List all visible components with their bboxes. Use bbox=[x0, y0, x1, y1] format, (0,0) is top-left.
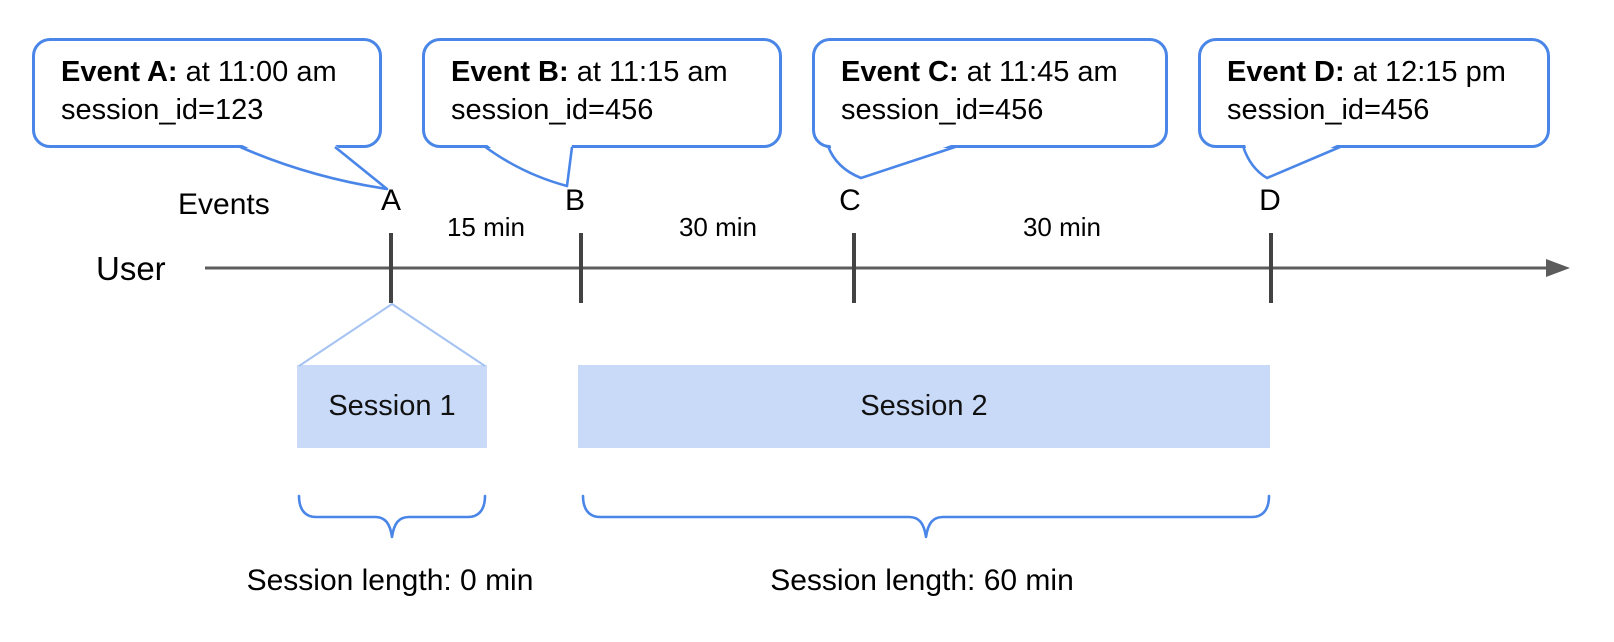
event-b-title: Event B: bbox=[451, 56, 569, 88]
event-c-time: at 11:45 am bbox=[966, 56, 1118, 88]
event-a-callout-tail bbox=[237, 144, 389, 191]
event-c-session-id: session_id=456 bbox=[841, 94, 1044, 126]
event-c-letter: C bbox=[839, 184, 861, 217]
event-d-time: at 12:15 pm bbox=[1352, 56, 1506, 88]
event-a-session-id: session_id=123 bbox=[61, 94, 264, 126]
event-d-letter: D bbox=[1259, 184, 1281, 217]
user-timeline bbox=[205, 233, 1570, 303]
session-1-brace bbox=[297, 494, 487, 539]
session-1-length-label: Session length: 0 min bbox=[246, 564, 534, 597]
timeline-arrow-icon bbox=[1546, 259, 1570, 277]
event-a-time: at 11:00 am bbox=[185, 56, 337, 88]
event-b-callout: Event B: at 11:15 am session_id=456 bbox=[422, 38, 782, 148]
event-a-letter: A bbox=[380, 184, 401, 217]
interval-c-d-label: 30 min bbox=[1022, 212, 1102, 242]
session-1-label: Session 1 bbox=[328, 390, 456, 422]
session-2-brace bbox=[581, 494, 1271, 539]
interval-a-b-label: 15 min bbox=[446, 212, 526, 242]
event-d-session-id: session_id=456 bbox=[1227, 94, 1430, 126]
event-c-title: Event C: bbox=[841, 56, 959, 88]
event-b-callout-tail bbox=[483, 144, 574, 188]
session-2-label: Session 2 bbox=[860, 390, 988, 422]
session-2-box: Session 2 bbox=[578, 365, 1270, 448]
event-a-title: Event A: bbox=[61, 56, 178, 88]
session-2-length-label: Session length: 60 min bbox=[770, 564, 1074, 597]
event-a-callout: Event A: at 11:00 am session_id=123 bbox=[32, 38, 382, 148]
user-row-label: User bbox=[96, 250, 166, 287]
event-b-time: at 11:15 am bbox=[576, 56, 728, 88]
session-1-funnel bbox=[298, 302, 486, 367]
event-d-title: Event D: bbox=[1227, 56, 1345, 88]
interval-b-c-label: 30 min bbox=[678, 212, 758, 242]
session-1-box: Session 1 bbox=[297, 365, 487, 448]
events-row-label: Events bbox=[178, 188, 270, 221]
event-b-letter: B bbox=[564, 184, 585, 217]
event-d-callout: Event D: at 12:15 pm session_id=456 bbox=[1198, 38, 1550, 148]
event-b-session-id: session_id=456 bbox=[451, 94, 654, 126]
event-c-callout-tail bbox=[826, 144, 956, 180]
event-c-callout: Event C: at 11:45 am session_id=456 bbox=[812, 38, 1168, 148]
event-d-callout-tail bbox=[1241, 144, 1341, 180]
